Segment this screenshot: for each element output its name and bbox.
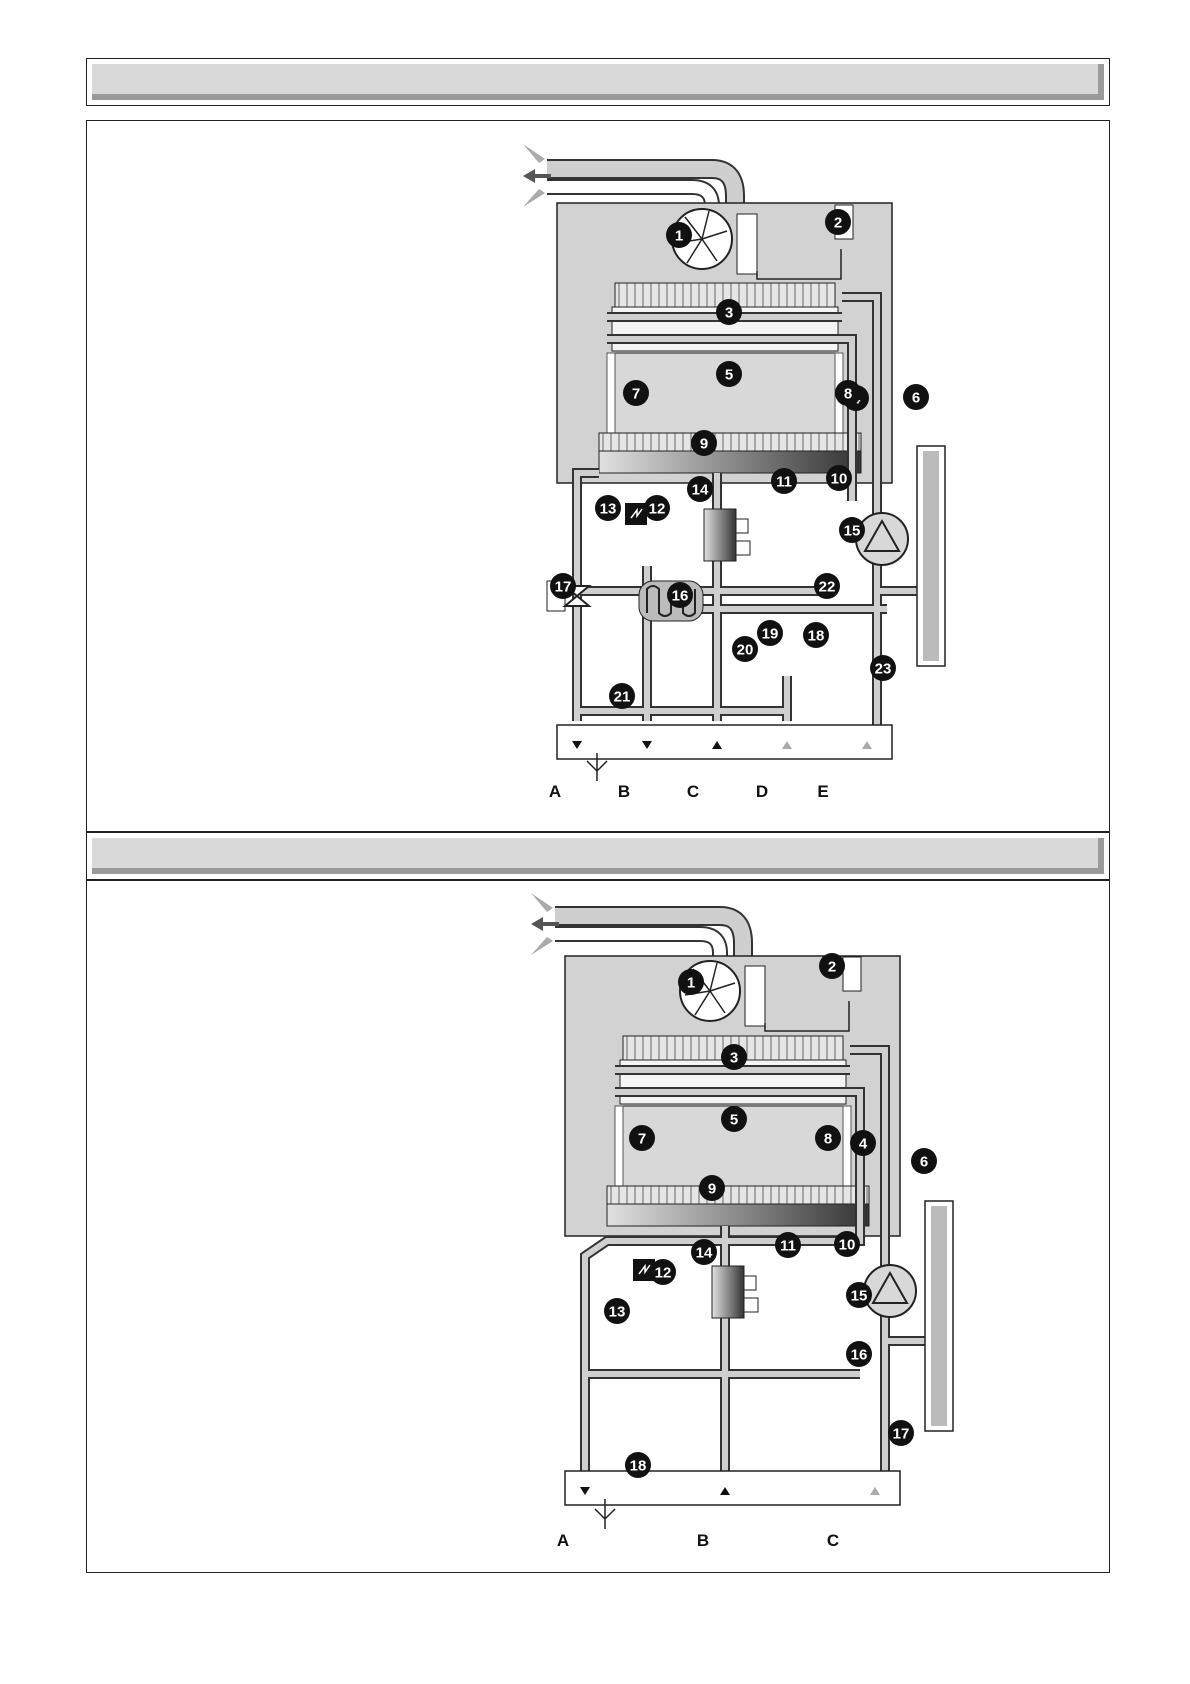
callout-number: 15: [851, 1288, 868, 1305]
callout-number: 2: [828, 959, 836, 976]
connection-label: A: [549, 782, 561, 801]
callout-number: 12: [655, 1265, 672, 1282]
callout-number: 5: [730, 1112, 738, 1129]
exhaust-arrow: [531, 917, 543, 931]
connection-label: E: [817, 782, 828, 801]
callout-number: 19: [762, 626, 779, 643]
gas-valve: [704, 509, 736, 561]
air-pressure-switch: [843, 957, 861, 991]
callout-number: 15: [844, 523, 861, 540]
air-intake-arrow: [531, 893, 553, 912]
callout-number: 17: [555, 579, 572, 596]
section-1-header: [86, 58, 1110, 106]
callout-number: 8: [844, 386, 852, 403]
air-intake-arrow: [523, 144, 545, 163]
callout-number: 10: [831, 471, 848, 488]
callout-number: 9: [708, 1181, 716, 1198]
callout-number: 1: [687, 975, 695, 992]
callout-number: 13: [600, 501, 617, 518]
callout-number: 23: [875, 661, 892, 678]
burner-manifold: [607, 1204, 869, 1226]
connection-label: A: [557, 1531, 569, 1550]
callout-number: 5: [725, 367, 733, 384]
callout-number: 1: [675, 228, 683, 245]
callout-number: 16: [851, 1347, 868, 1364]
air-intake-arrow: [531, 937, 553, 955]
callout-number: 3: [725, 305, 733, 322]
callout-number: 6: [920, 1154, 928, 1171]
callout-number: 7: [638, 1131, 646, 1148]
connection-label: C: [827, 1531, 839, 1550]
ignition-unit: [625, 503, 647, 525]
callout-number: 20: [737, 642, 754, 659]
callout-number: 3: [730, 1050, 738, 1067]
connection-labels: A B C: [557, 1531, 839, 1550]
connection-block: [557, 725, 892, 759]
callout-number: 17: [893, 1426, 910, 1443]
callout-number: 8: [824, 1131, 832, 1148]
section-2-header: [86, 832, 1110, 880]
callout-number: 22: [819, 579, 836, 596]
callout-number: 4: [859, 1136, 868, 1153]
exhaust-arrow: [523, 169, 535, 183]
gas-valve: [712, 1266, 744, 1318]
connection-labels: A B C D E: [549, 782, 829, 801]
connection-label: C: [687, 782, 699, 801]
boiler-diagram-system: 1234567891011121314151617181920212223 AB…: [87, 121, 1111, 833]
callout-number: 12: [649, 501, 666, 518]
connection-label: B: [618, 782, 630, 801]
connection-label: D: [756, 782, 768, 801]
callout-number: 10: [839, 1237, 856, 1254]
air-intake-arrow: [523, 189, 545, 207]
callout-number: 14: [692, 482, 709, 499]
callout-number: 9: [700, 436, 708, 453]
callout-number: 18: [808, 628, 825, 645]
callout-number: 16: [672, 588, 689, 605]
callout-number: 6: [912, 390, 920, 407]
section-1-panel: 1234567891011121314151617181920212223 AB…: [86, 120, 1110, 832]
callout-number: 18: [630, 1458, 647, 1475]
callout-number: 14: [696, 1245, 713, 1262]
connection-block: [565, 1471, 900, 1505]
callout-number: 11: [780, 1238, 796, 1255]
burner-manifold: [599, 451, 861, 473]
callout-number: 21: [614, 689, 631, 706]
callout-number: 13: [609, 1304, 626, 1321]
callout-number: 11: [776, 474, 792, 491]
callout-number: 7: [632, 386, 640, 403]
connection-label: B: [697, 1531, 709, 1550]
callout-number: 2: [834, 215, 842, 232]
